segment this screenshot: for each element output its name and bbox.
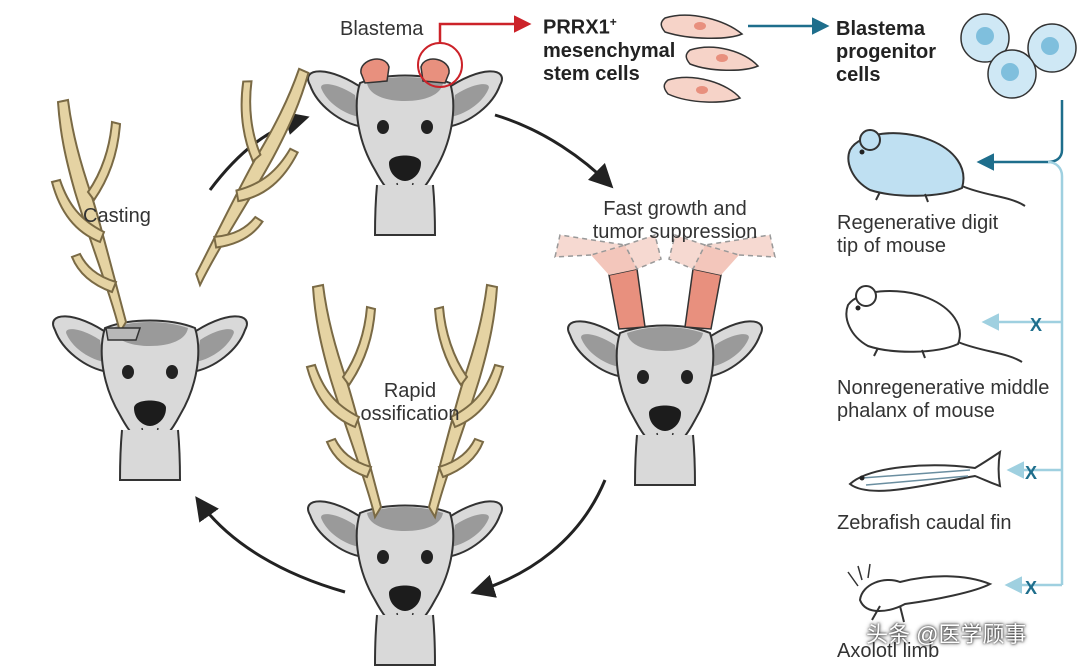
label-fast-growth-line1: Fast growth and [603,198,747,220]
label-prrx1-sup: + [609,15,617,29]
label-casting: Casting [83,205,151,227]
deer-casting [51,99,248,481]
label-progenitor-line2: progenitor [836,41,936,63]
cast-antler [194,57,315,299]
blastema-bud-left [360,58,390,84]
label-rapid-ossification: Rapid ossification [360,380,460,426]
deer-ossification [306,284,503,666]
blastema-progenitor-cells [960,13,1077,99]
label-blastema-progenitor: Blastema progenitor cells [836,18,936,87]
label-prrx1-msc: PRRX1+ mesenchymal stem cells [543,15,676,86]
cycle-arrow-bottom-left [195,496,346,594]
deer-fast-growth [554,234,776,486]
zebrafish [848,449,1002,492]
cycle-arrow-bottom-right [470,479,607,598]
growing-velvet-right [668,234,776,330]
label-middle-phalanx: Nonregenerative middle phalanx of mouse [837,377,1049,423]
x-mark-axolotl: X [1025,578,1037,598]
label-rapid-line2: ossification [360,403,460,425]
label-middle-phalanx-line1: Nonregenerative middle [837,377,1050,399]
label-progenitor-line1: Blastema [836,18,925,40]
x-mark-zebrafish: X [1025,463,1037,483]
label-blastema: Blastema [340,18,424,40]
mouse-regenerative [847,129,1026,207]
label-axolotl: Axolotl limb [837,640,940,662]
label-rapid-line1: Rapid [383,380,437,402]
mesenchymal-stem-cells [660,14,760,103]
label-stem-cells: stem cells [543,62,640,85]
label-digit-tip-line1: Regenerative digit [837,212,999,234]
growing-velvet-left [554,234,662,330]
blastema-red-arrow [438,15,532,43]
blastema-bud-right [420,58,450,84]
light-branch-line [1047,160,1064,585]
label-digit-tip-line2: tip of mouse [837,235,946,257]
label-zebrafish: Zebrafish caudal fin [837,512,1012,534]
deer-blastema [307,58,503,236]
mouse-nonregenerative [845,285,1023,363]
label-progenitor-line3: cells [836,64,881,86]
watermark: 头条 @医学顾事 [866,622,1027,647]
progenitor-to-mouse-arrow [976,100,1064,171]
label-fast-growth-line2: tumor suppression [592,221,758,243]
label-mesenchymal: mesenchymal [543,39,676,62]
axolotl [847,563,993,623]
label-prrx1: PRRX1 [543,16,610,39]
cycle-arrow-top-right [494,113,614,189]
label-middle-phalanx-line2: phalanx of mouse [837,400,995,422]
x-mark-nonregen: X [1030,315,1042,335]
label-digit-tip: Regenerative digit tip of mouse [837,212,998,258]
label-fast-growth: Fast growth and tumor suppression [580,198,770,244]
